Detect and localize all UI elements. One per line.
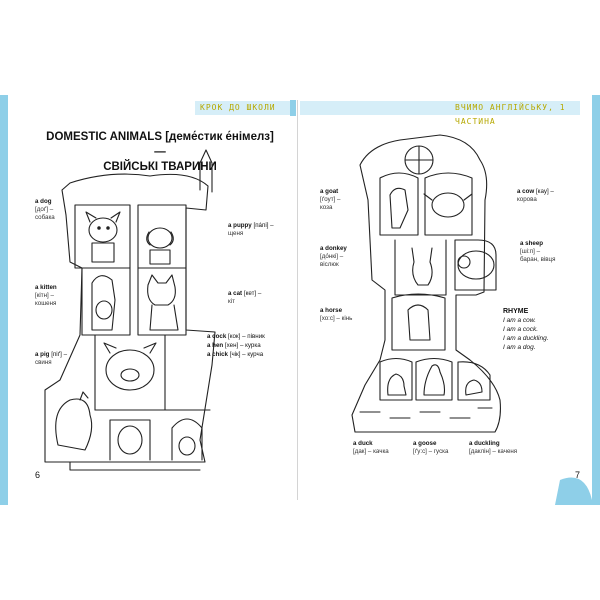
book-spine [297,100,298,500]
label-dog: a dog [доґ] – собака [35,198,55,221]
left-header-band [195,101,295,115]
right-animal-house-illustration [351,134,501,433]
rhyme-line: I am a cock. [503,326,539,333]
left-page-number: 6 [35,470,41,480]
right-page-edge-stripe [592,95,600,505]
rhyme-line: I am a dog. [503,344,536,351]
label-duck: a duck [дак] – качка [353,440,389,455]
label-horse: a horse [хо:с] – кінь [320,307,353,322]
right-page-number: 7 [575,470,581,480]
label-goose: a goose [ґу:с] – гуска [413,440,449,455]
left-running-header: КРОК ДО ШКОЛИ [200,103,276,112]
rhyme-title: RHYME [503,308,529,315]
label-sheep: a sheep [ші:п] – баран, вівця [520,240,556,263]
rhyme-block: RHYME I am a cow. I am a cock. I am a du… [503,307,549,352]
spine-tab-accent [290,100,296,116]
right-header-band [300,101,580,115]
right-running-header: ВЧИМО АНГЛІЙСЬКУ, 1 ЧАСТИНА [455,103,566,126]
corner-accent-shape [555,477,592,505]
title-line-1: DOMESTIC ANIMALS [деме́стик е́німелз] — [46,131,274,158]
label-cow: a cow [кау] – корова [517,188,554,203]
page-title: DOMESTIC ANIMALS [деме́стик е́німелз] — … [40,130,280,175]
left-page-edge-stripe [0,95,8,505]
label-kitten: a kitten [кітн] – кошеня [35,284,57,307]
label-chick: a chick [чік] – курча [207,351,264,358]
label-goat: a goat [ґоут] – коза [320,188,341,211]
label-donkey: a donkey [до́нкі] – віслюк [320,245,347,268]
top-margin [0,0,600,100]
rhyme-line: I am a duckling. [503,335,549,342]
label-pig: a pig [піґ] – свиня [35,351,68,366]
bottom-margin [0,505,600,600]
rhyme-line: I am a cow. [503,317,536,324]
label-cock: a cock [кок] – півник [207,333,265,340]
label-puppy: a puppy [пáпі] – щеня [228,222,274,237]
title-line-2: СВІЙСЬКІ ТВАРИНИ [103,161,217,173]
label-cat: a cat [кет] – кіт [228,290,262,305]
label-duckling: a duckling [даклін] – каченя [469,440,518,455]
left-animal-house-illustration [44,149,216,471]
label-hen: a hen [хен] – курка [207,342,261,349]
